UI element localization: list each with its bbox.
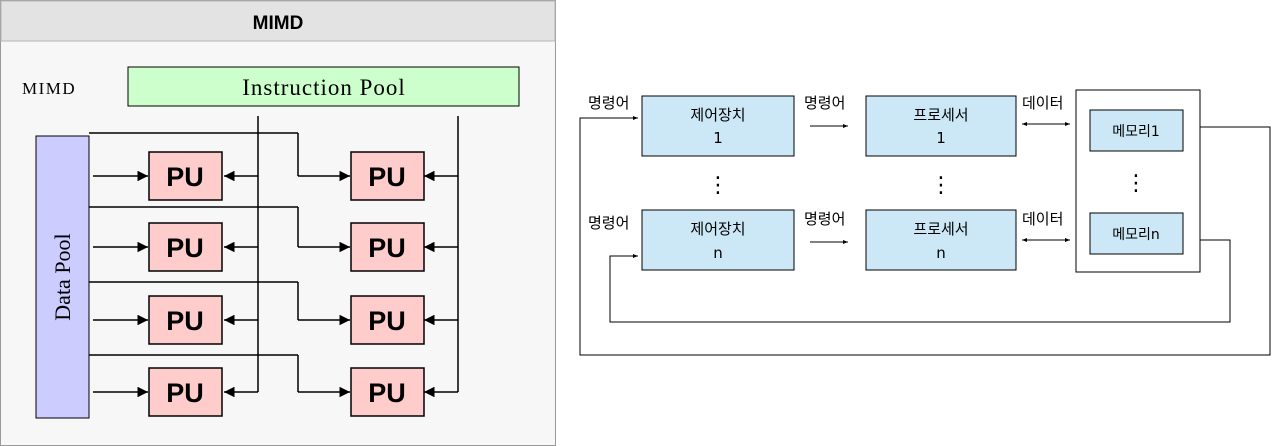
pu-label: PU — [166, 162, 204, 192]
header-title: MIMD — [253, 13, 304, 34]
instruction-pool-box — [127, 66, 520, 107]
mimd-diagram-svg: MIMD MIMD Instruction Pool Data Pool PU … — [0, 0, 556, 446]
control-unit-n-box — [641, 209, 795, 271]
pu-label: PU — [166, 306, 204, 336]
pu-row-3: PU PU — [89, 281, 458, 345]
control-unit-1-index: 1 — [713, 129, 723, 147]
pu-box — [148, 222, 223, 272]
control-unit-1-label: 제어장치 — [690, 106, 745, 124]
pu-label: PU — [368, 306, 406, 336]
processor-n-box — [865, 209, 1017, 271]
instruction-pool-label: Instruction Pool — [242, 75, 406, 100]
control-unit-n-index: n — [713, 244, 723, 262]
processor-n-index: n — [936, 244, 946, 262]
feedback-loop-inner — [609, 239, 1231, 323]
memory-1-box — [1089, 109, 1184, 152]
pu-box — [350, 367, 425, 417]
pu-box — [148, 367, 223, 417]
instruction-label-1: 명령어 — [588, 94, 629, 112]
memory-ellipsis: ⋮ — [1125, 171, 1147, 196]
processor-1-label: 프로세서 — [913, 106, 968, 124]
data-pool-label: Data Pool — [50, 233, 75, 320]
instruction-label-cu-n: 명령어 — [804, 210, 845, 228]
figure-header — [0, 0, 556, 42]
feedback-loop-outer — [579, 116, 1271, 356]
pu-box — [148, 151, 223, 201]
pu-label: PU — [166, 378, 204, 408]
data-label-n: 데이터 — [1022, 210, 1063, 228]
pu-box — [148, 295, 223, 345]
pu-row-4: PU PU — [89, 354, 458, 417]
control-unit-1-box — [641, 95, 795, 157]
mimd-side-label: MIMD — [22, 79, 76, 98]
processor-ellipsis: ⋮ — [930, 173, 952, 198]
block-diagram-svg: 명령어 명령어 제어장치 1 제어장치 n ⋮ 명령어 명령어 프로세서 1 프… — [579, 89, 1271, 356]
pu-label: PU — [368, 378, 406, 408]
control-unit-n-label: 제어장치 — [690, 220, 745, 238]
data-pool-box — [35, 135, 90, 419]
pu-label: PU — [368, 233, 406, 263]
instruction-label-n: 명령어 — [588, 214, 629, 232]
pu-label: PU — [368, 162, 406, 192]
pu-box — [350, 151, 425, 201]
memory-n-label: 메모리n — [1112, 227, 1160, 243]
data-label-1: 데이터 — [1022, 94, 1063, 112]
processor-1-index: 1 — [936, 129, 946, 147]
pu-box — [350, 222, 425, 272]
mimd-figure: MIMD MIMD Instruction Pool Data Pool PU … — [0, 0, 556, 446]
mimd-block-diagram: 명령어 명령어 제어장치 1 제어장치 n ⋮ 명령어 명령어 프로세서 1 프… — [556, 0, 1280, 446]
pu-label: PU — [166, 233, 204, 263]
memory-n-box — [1089, 212, 1184, 255]
instruction-label-cu-1: 명령어 — [804, 94, 845, 112]
processor-n-label: 프로세서 — [913, 220, 968, 238]
control-unit-ellipsis: ⋮ — [707, 173, 729, 198]
memory-1-label: 메모리1 — [1112, 124, 1160, 140]
pu-box — [350, 295, 425, 345]
pu-row-2: PU PU — [89, 206, 458, 272]
pu-row-1: PU PU — [89, 132, 458, 201]
processor-1-box — [865, 95, 1017, 157]
